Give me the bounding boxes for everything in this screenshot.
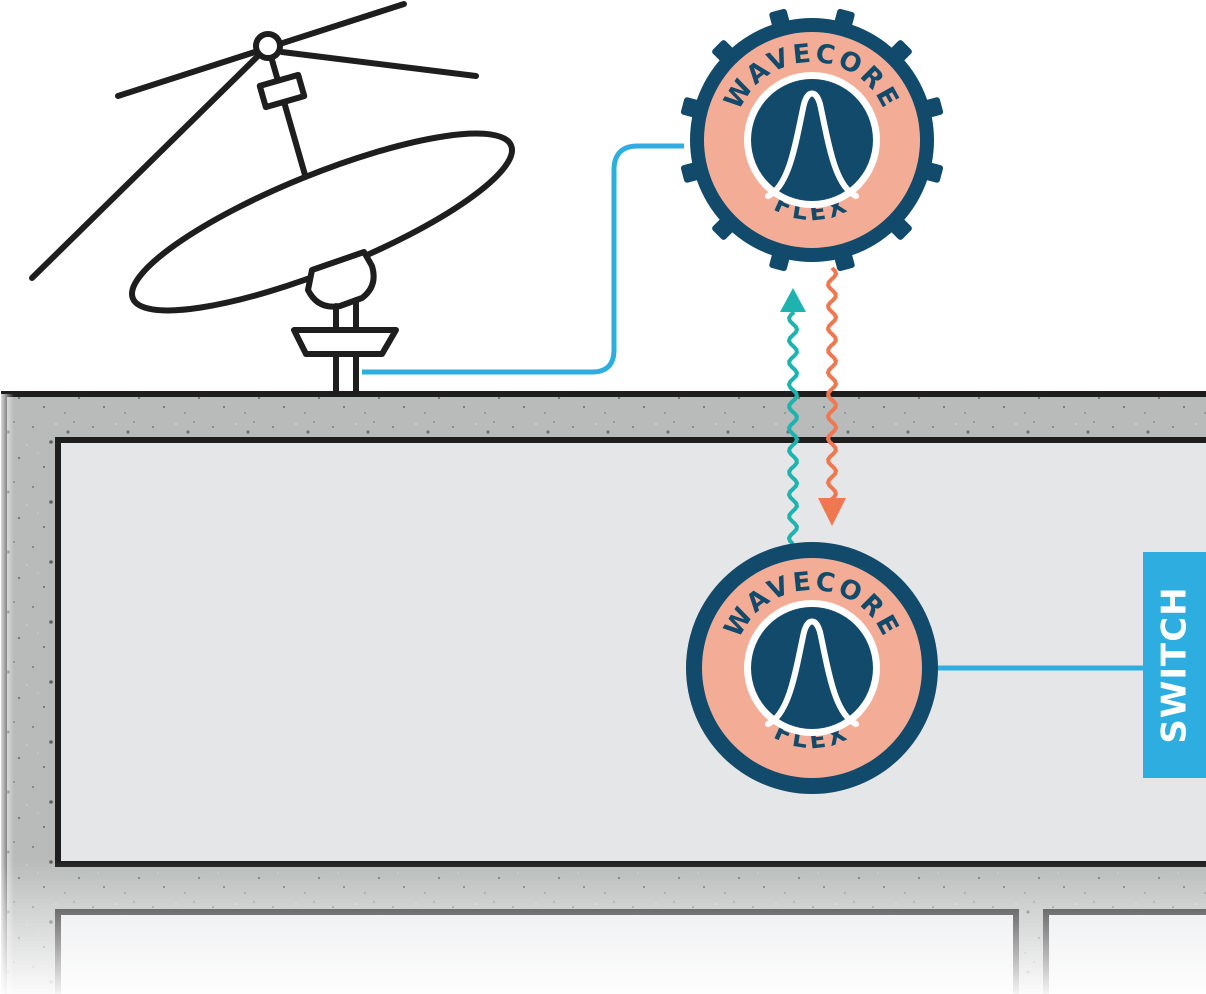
wavecore-peak-icon: [765, 90, 859, 199]
switch-label: SWITCH: [1154, 586, 1195, 744]
wavecore-peak-icon: [765, 618, 859, 727]
signal-downlink-wave: [825, 266, 839, 502]
left-fade: [0, 394, 14, 994]
wireless-signal: [780, 266, 846, 546]
dish-to-device-cable: [362, 143, 684, 375]
downlink-arrow-icon: [818, 498, 846, 526]
wavecore-flex-device-top: WAVECORE FLEX: [680, 8, 944, 272]
wavecore-flex-device-bottom: WAVECORE FLEX: [686, 542, 938, 794]
satellite-dish-icon: [29, 1, 515, 397]
building: [0, 391, 1206, 994]
room-upper: [55, 437, 1206, 867]
uplink-arrow-icon: [780, 288, 806, 312]
bottom-fade: [0, 860, 1206, 994]
network-switch: SWITCH: [1143, 552, 1206, 778]
signal-uplink-wave: [786, 310, 800, 546]
